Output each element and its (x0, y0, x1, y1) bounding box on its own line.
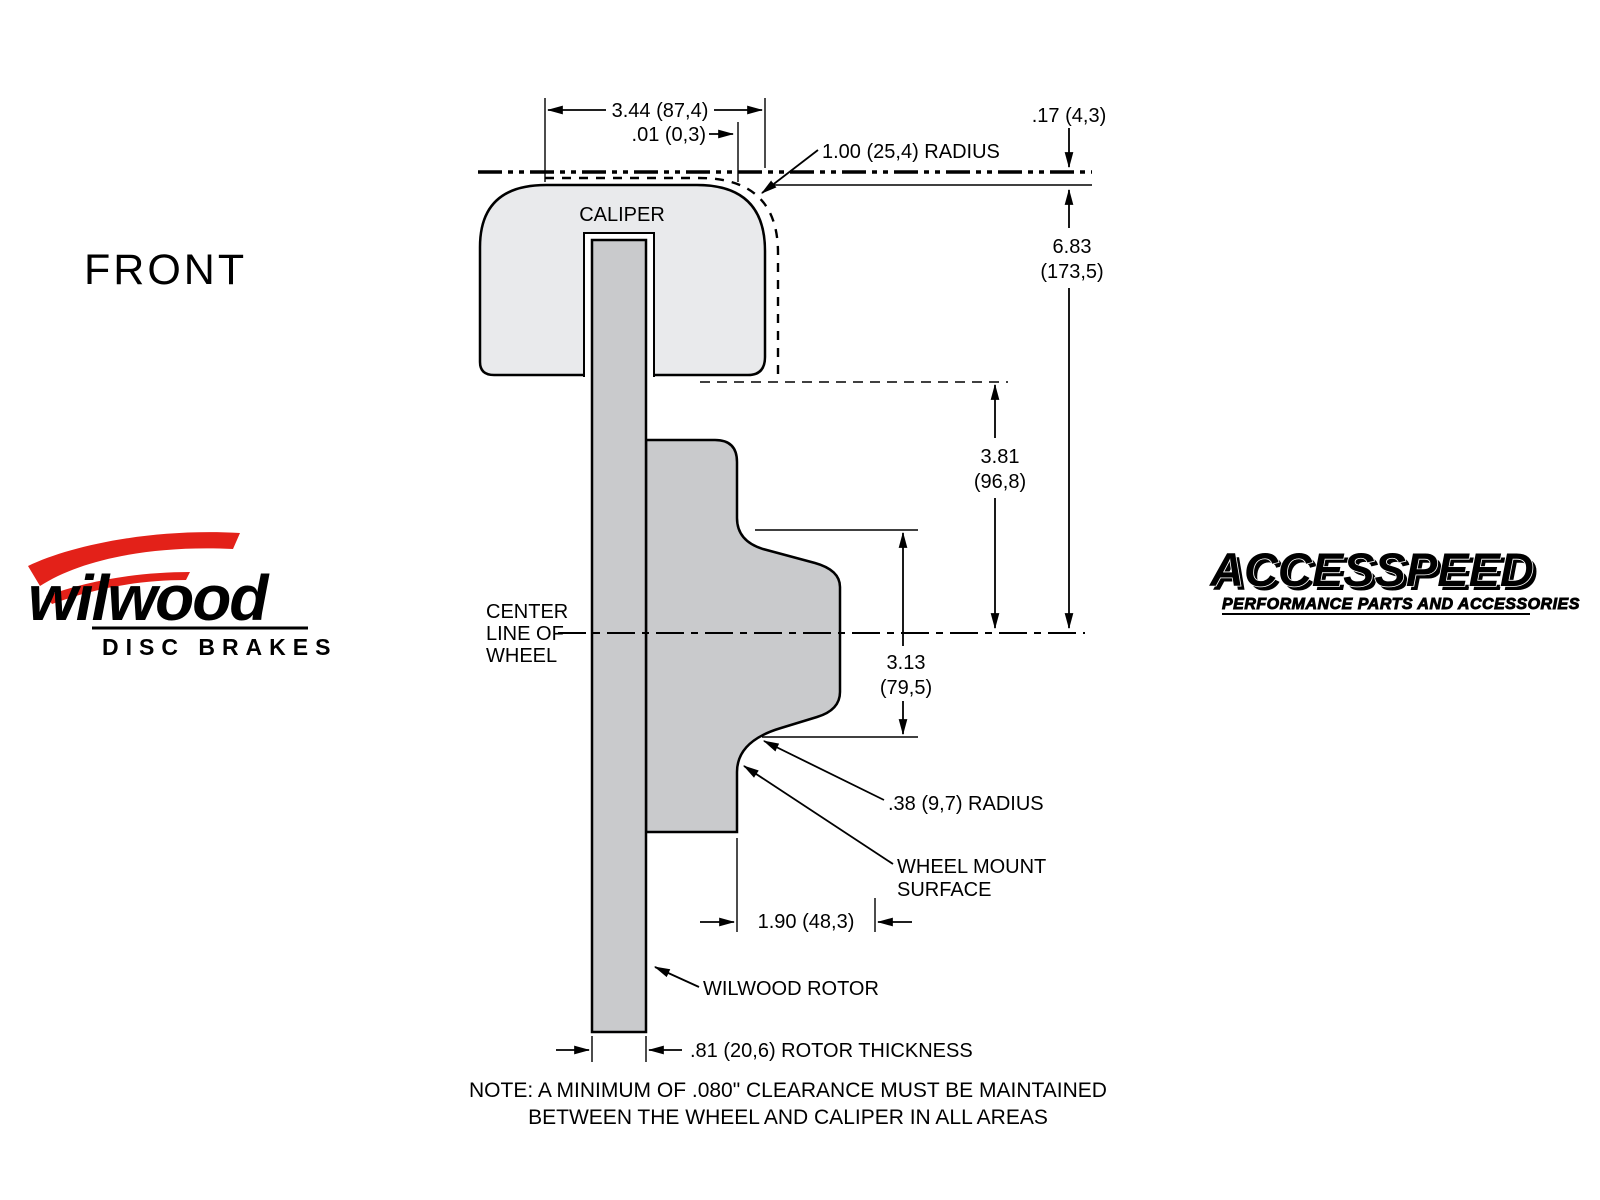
dim-mount-offset: 1.90 (48,3) (700, 838, 912, 933)
centerline-label-2: LINE OF (486, 623, 564, 645)
centerline-label-3: WHEEL (486, 645, 557, 667)
dim-caliper-to-cl-mm: (96,8) (974, 471, 1026, 493)
centerline-label-1: CENTER (486, 601, 568, 623)
hat-shape (644, 438, 842, 834)
dim-cl-to-mount-mm: (79,5) (880, 677, 932, 699)
accesspeed-wordmark: ACCESSPEED (1209, 543, 1534, 596)
callout-fillet-radius-label: .38 (9,7) RADIUS (888, 793, 1044, 815)
dim-top-width: 3.44 (87,4) (544, 98, 766, 182)
callout-fillet-radius: .38 (9,7) RADIUS (762, 740, 1044, 815)
dim-cl-to-mount-in: 3.13 (887, 652, 926, 674)
dim-overall-in: 6.83 (1053, 236, 1092, 258)
dim-top-gap: .01 (0,3) (632, 122, 739, 182)
wilwood-wordmark: wilwood (28, 562, 270, 634)
caliper-label: CALIPER (579, 204, 665, 226)
dim-rotor-thickness-label: .81 (20,6) ROTOR THICKNESS (690, 1040, 973, 1062)
dim-top-width-label: 3.44 (87,4) (612, 100, 709, 122)
note: NOTE: A MINIMUM OF .080" CLEARANCE MUST … (469, 1079, 1107, 1129)
wheel-mount-label-2: SURFACE (897, 879, 991, 901)
accesspeed-subtitle: PERFORMANCE PARTS AND ACCESSORIES (1222, 596, 1580, 613)
front-label: FRONT (84, 246, 247, 294)
accesspeed-logo: ACCESSPEED ACCESSPEED PERFORMANCE PARTS … (1208, 542, 1580, 615)
dim-overall-height: 6.83 (173,5) (1040, 188, 1104, 630)
centerline-label: CENTER LINE OF WHEEL (486, 601, 568, 667)
wheel-mount-label-1: WHEEL MOUNT (897, 856, 1046, 878)
note-line-2: BETWEEN THE WHEEL AND CALIPER IN ALL ARE… (528, 1106, 1048, 1129)
dim-wheel-clearance-label: .17 (4,3) (1032, 105, 1106, 127)
callout-rotor-label: WILWOOD ROTOR (703, 978, 879, 1000)
callout-wheel-mount-surface: WHEEL MOUNT SURFACE (743, 765, 1046, 901)
callout-top-radius: 1.00 (25,4) RADIUS (761, 141, 1000, 194)
dim-caliper-to-centerline: 3.81 (96,8) (700, 381, 1026, 630)
dim-overall-mm: (173,5) (1040, 261, 1103, 283)
wilwood-logo: wilwood DISC BRAKES (28, 532, 337, 660)
dim-mount-offset-label: 1.90 (48,3) (758, 911, 855, 933)
dim-caliper-to-cl-in: 3.81 (981, 446, 1020, 468)
callout-rotor: WILWOOD ROTOR (653, 966, 879, 1000)
wilwood-swoosh (28, 532, 240, 586)
dim-top-gap-label: .01 (0,3) (632, 124, 706, 146)
dim-centerline-to-mount: 3.13 (79,5) (755, 529, 932, 738)
dim-wheel-clearance: .17 (4,3) (770, 105, 1106, 186)
dim-rotor-thickness: .81 (20,6) ROTOR THICKNESS (556, 1036, 973, 1062)
accesspeed-wordmark-shadow: ACCESSPEED (1213, 547, 1538, 600)
wilwood-subtitle: DISC BRAKES (102, 634, 337, 660)
callout-top-radius-label: 1.00 (25,4) RADIUS (822, 141, 1000, 163)
note-line-1: NOTE: A MINIMUM OF .080" CLEARANCE MUST … (469, 1079, 1107, 1102)
rotor-shape (590, 238, 648, 1034)
wilwood-swoosh-2 (46, 572, 190, 604)
